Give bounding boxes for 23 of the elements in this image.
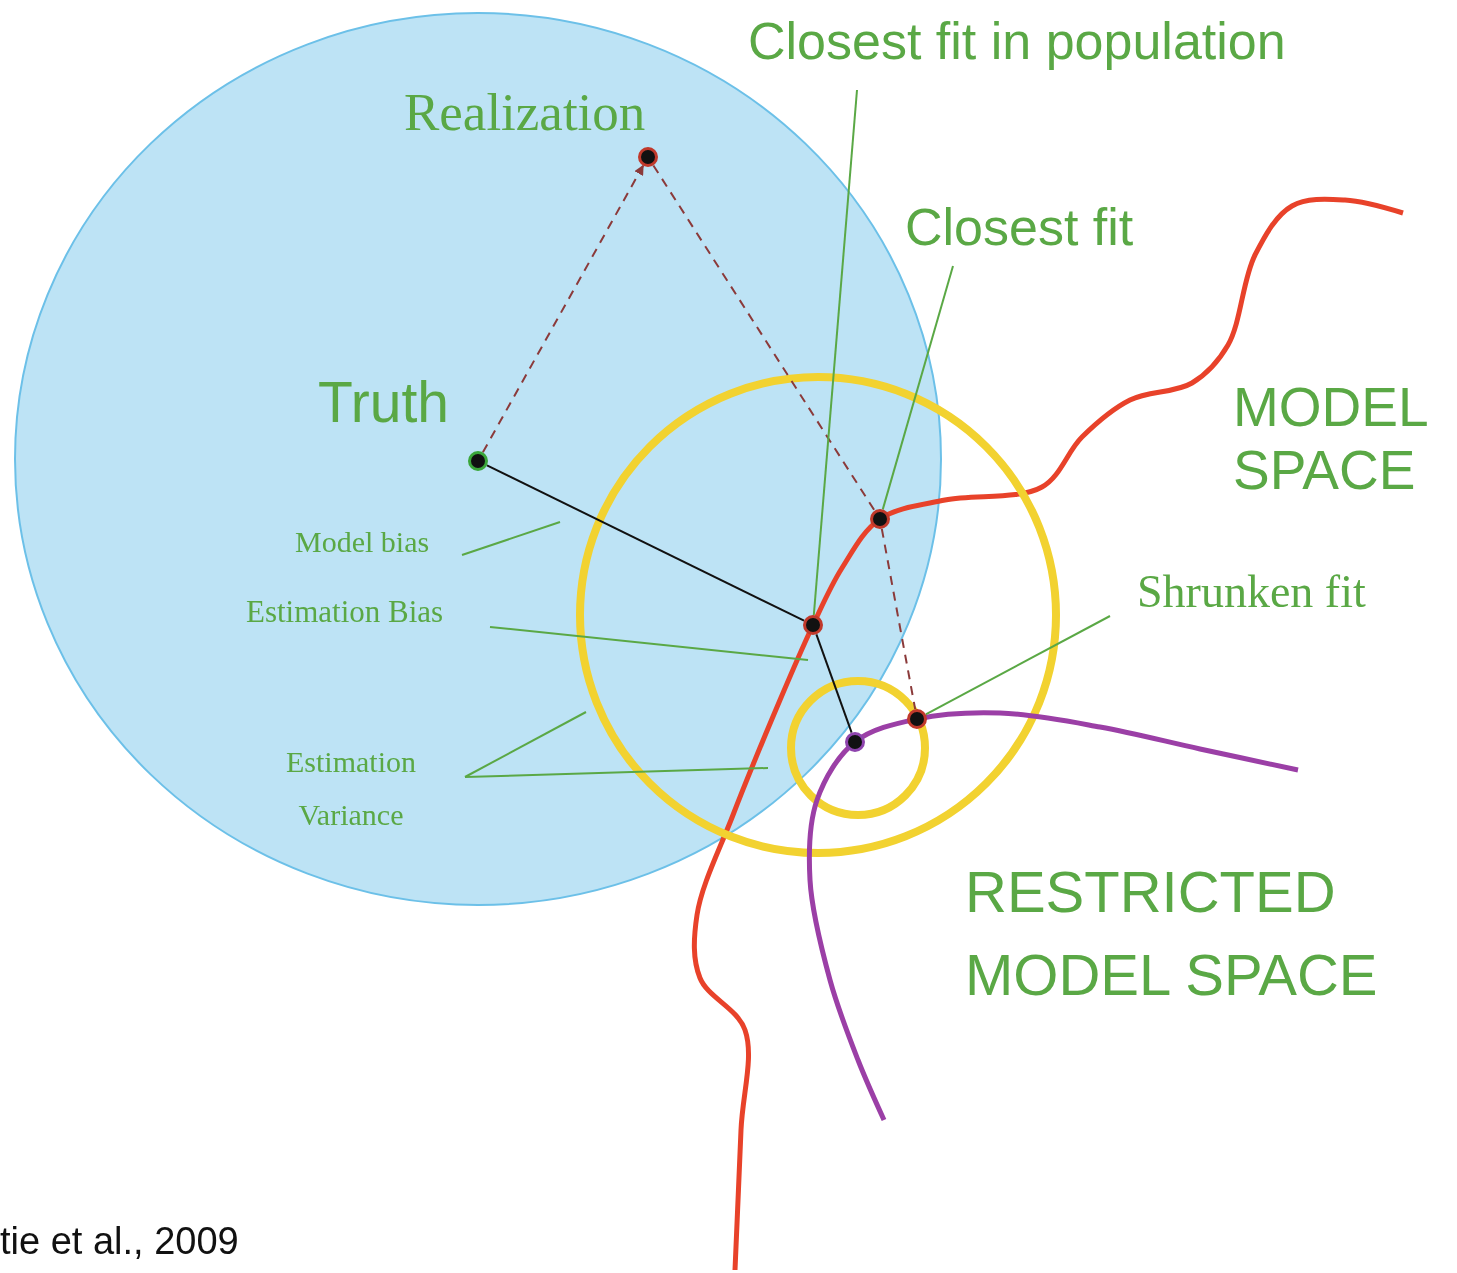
connector-line <box>815 633 853 734</box>
connector-line <box>486 464 805 622</box>
point-label: Truth <box>318 370 449 436</box>
annotation-label: Estimation Variance <box>262 735 440 841</box>
connector-line <box>481 164 645 454</box>
leader-line <box>924 615 1111 716</box>
region-label: RESTRICTED MODEL SPACE <box>965 858 1379 1009</box>
leader-line <box>812 89 858 617</box>
region-label: MODEL SPACE <box>1233 376 1428 502</box>
leader-line <box>461 521 561 556</box>
leader-line <box>881 265 954 511</box>
annotation-label: Closest fit in population <box>748 12 1286 72</box>
connector-line <box>652 164 876 512</box>
annotation-label: Closest fit <box>905 198 1134 258</box>
annotation-label: Estimation Bias <box>246 594 444 630</box>
leader-line <box>464 711 587 778</box>
connector-line <box>880 527 917 711</box>
annotation-label: Model bias <box>295 525 430 560</box>
citation-text: tie et al., 2009 <box>0 1220 239 1264</box>
leader-line <box>489 626 809 661</box>
leader-line <box>464 767 769 778</box>
point-label: Realization <box>404 82 646 143</box>
annotation-label: Shrunken fit <box>1137 566 1366 619</box>
